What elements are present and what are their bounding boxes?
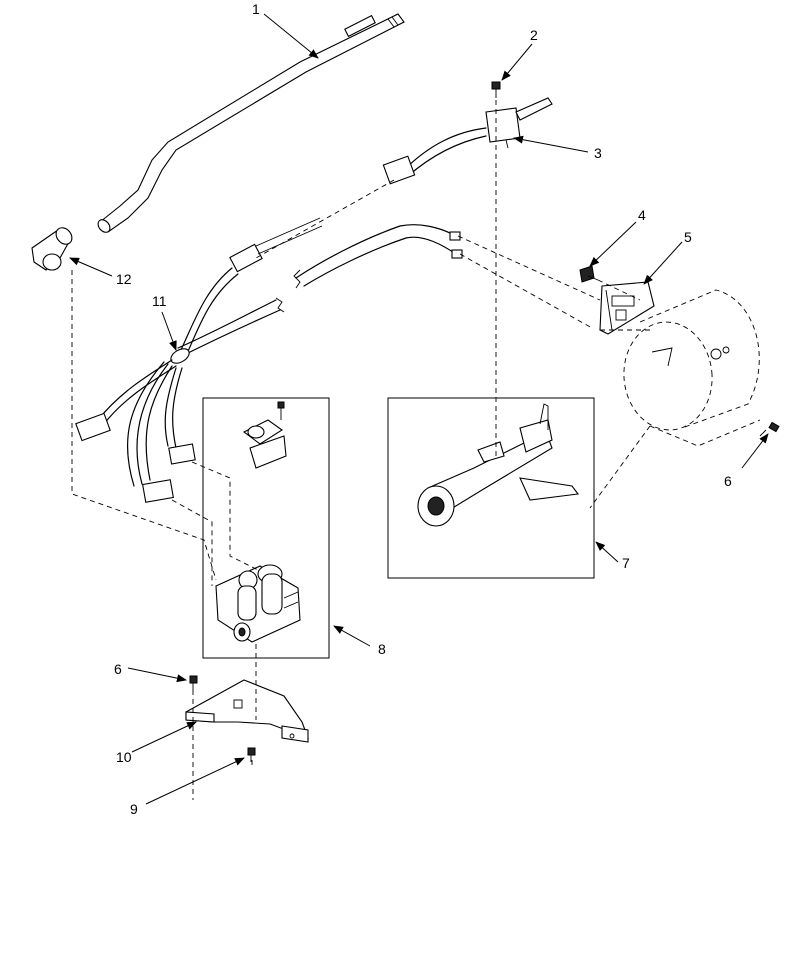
part-1-gas-tube: [97, 13, 405, 233]
callout-12: 12: [116, 271, 132, 287]
part-6-screw-left: [189, 675, 198, 690]
callout-9: 9: [130, 801, 138, 817]
part-12-elbow-fitting: [31, 227, 73, 271]
part-7-burner-box: [387, 397, 595, 579]
part-5-bracket: [599, 281, 655, 335]
part-11-wire-harness: [75, 217, 463, 503]
callout-11: 11: [152, 293, 167, 309]
part-8-valve-box: [202, 397, 330, 659]
callout-2: 2: [530, 27, 538, 43]
callout-labels: 1 2 3 4 5 6 7 8 6 10 9 11 12: [114, 1, 732, 817]
callout-1: 1: [252, 1, 260, 17]
part-6-screw-right: [759, 421, 780, 437]
part-9-screw: [247, 747, 256, 762]
callout-3: 3: [594, 145, 602, 161]
callout-10: 10: [116, 749, 132, 765]
part-2-screw: [491, 81, 501, 98]
callout-8: 8: [378, 641, 386, 657]
callout-4: 4: [638, 207, 646, 223]
part-3-igniter: [382, 97, 553, 185]
callout-6-left: 6: [114, 661, 122, 677]
part-4-screw: [579, 265, 599, 283]
callout-6-right: 6: [724, 473, 732, 489]
part-10-mounting-bracket: [185, 679, 309, 743]
heater-housing: [623, 289, 761, 447]
callout-5: 5: [684, 229, 692, 245]
leader-lines: [69, 13, 769, 805]
callout-7: 7: [622, 555, 630, 571]
assembly-lines: [71, 100, 651, 800]
